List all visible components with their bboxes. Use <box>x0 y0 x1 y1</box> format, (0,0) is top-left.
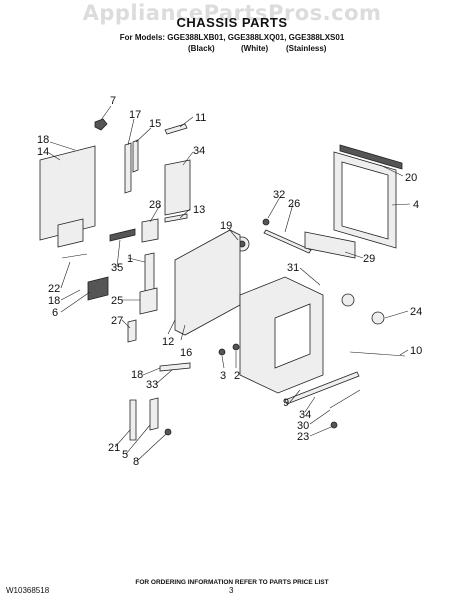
part-plate-28 <box>141 218 159 243</box>
callout-4: 4 <box>413 199 419 211</box>
callout-28: 28 <box>149 199 161 211</box>
callout-34: 34 <box>193 145 205 157</box>
part-plate-25 <box>139 287 158 315</box>
callout-31: 31 <box>287 262 299 274</box>
part-leg-30 <box>329 389 361 409</box>
part-bracket-11 <box>164 123 188 135</box>
callout-9: 9 <box>283 397 289 409</box>
callout-11: 11 <box>195 112 206 124</box>
part-door-trim-20 <box>339 144 403 170</box>
watermark: AppliancePartsPros.com <box>82 1 382 25</box>
part-strip-13 <box>164 213 188 223</box>
callout-numbers: 7 17 15 11 18 14 34 28 13 19 32 26 20 4 … <box>37 95 422 468</box>
part-cavity-opening <box>274 303 311 369</box>
part-screw-3 <box>218 348 226 356</box>
callout-35: 35 <box>111 262 123 274</box>
part-hinge-arm-26 <box>263 229 312 254</box>
callout-22: 22 <box>48 283 60 295</box>
callout-24: 24 <box>410 306 422 318</box>
callout-18: 18 <box>37 134 49 146</box>
part-drawings <box>39 118 406 441</box>
part-chassis-frame-1 <box>174 229 241 336</box>
callout-13: 13 <box>193 204 205 216</box>
callout-25: 25 <box>111 295 123 307</box>
part-spring-22 <box>61 253 88 259</box>
part-bracket-33 <box>159 362 191 372</box>
callout-14: 14 <box>37 146 49 158</box>
callout-17: 17 <box>129 109 141 121</box>
callout-34-b: 34 <box>299 409 311 421</box>
ordering-note: FOR ORDERING INFORMATION REFER TO PARTS … <box>135 579 329 586</box>
callout-23: 23 <box>297 431 309 443</box>
part-rod-10 <box>349 351 406 357</box>
part-screw-8 <box>164 428 172 436</box>
callout-8: 8 <box>133 456 139 468</box>
part-back-panel-14 <box>39 145 96 241</box>
callout-7: 7 <box>110 95 116 107</box>
part-panel-bracket <box>57 218 84 248</box>
callout-26: 26 <box>288 198 300 210</box>
callout-29: 29 <box>363 253 375 265</box>
part-foot-5 <box>149 397 159 431</box>
models-line: For Models: GGE388LXB01, GGE388LXQ01, GG… <box>119 33 345 42</box>
part-vent-grille-6 <box>87 276 109 301</box>
callout-6: 6 <box>52 307 58 319</box>
callout-5: 5 <box>122 449 128 461</box>
callout-30: 30 <box>297 420 309 432</box>
finish-label-black: (Black) <box>188 44 215 53</box>
callout-3: 3 <box>220 370 226 382</box>
part-bracket-15 <box>132 139 139 173</box>
part-post-21 <box>129 399 137 441</box>
part-door-glass <box>341 161 389 240</box>
callout-27: 27 <box>111 315 123 327</box>
leader-lines <box>48 105 411 462</box>
part-knob-24a <box>341 293 355 307</box>
callout-33: 33 <box>146 379 158 391</box>
callout-2: 2 <box>234 370 240 382</box>
part-screw-32 <box>262 218 270 226</box>
part-clip-7 <box>94 118 108 131</box>
callout-1: 1 <box>127 253 133 265</box>
callout-21: 21 <box>108 442 120 454</box>
callout-10: 10 <box>410 345 422 357</box>
callout-19: 19 <box>220 220 232 232</box>
callout-32: 32 <box>273 189 285 201</box>
part-side-panel-34 <box>164 159 191 216</box>
document-number: W10368518 <box>6 586 50 595</box>
callout-16: 16 <box>180 347 192 359</box>
callout-15: 15 <box>149 118 161 130</box>
part-bracket-17 <box>124 142 132 194</box>
part-door-panel-29 <box>304 231 356 259</box>
part-terminal-block-35 <box>109 228 136 242</box>
finish-label-stainless: (Stainless) <box>286 44 327 53</box>
part-screw-2 <box>232 343 240 351</box>
part-screw-23 <box>330 421 338 429</box>
part-bar-27 <box>127 319 137 343</box>
part-strip-34 <box>284 371 360 405</box>
callout-20: 20 <box>405 172 417 184</box>
page-title: CHASSIS PARTS <box>176 15 288 30</box>
callout-18-c: 18 <box>131 369 143 381</box>
callout-12: 12 <box>162 336 174 348</box>
callout-18-b: 18 <box>48 295 60 307</box>
page-number: 3 <box>229 586 234 595</box>
finish-label-white: (White) <box>241 44 269 53</box>
part-knob-24b <box>371 311 385 325</box>
